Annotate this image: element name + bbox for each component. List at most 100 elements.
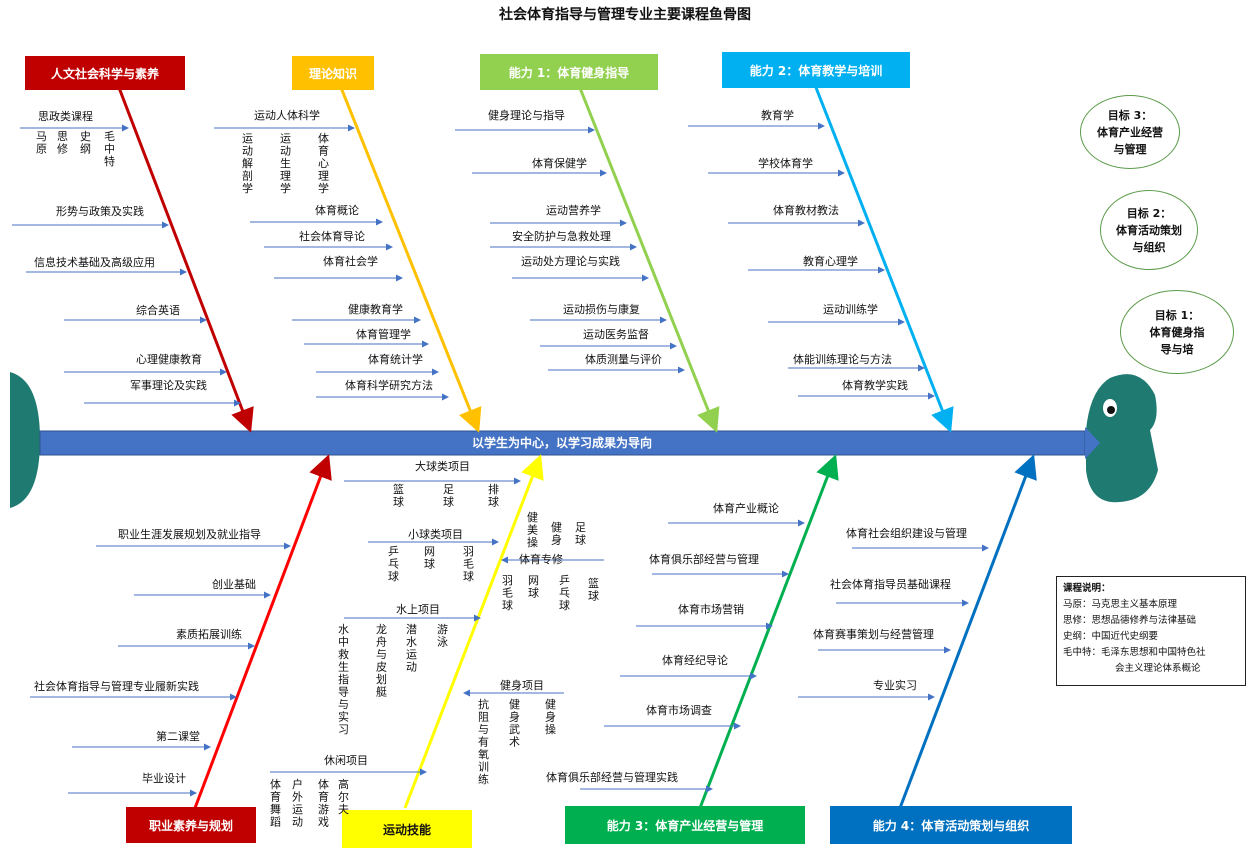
svg-text:理论知识: 理论知识 <box>309 66 357 81</box>
svg-text:能力 1：体育健身指导: 能力 1：体育健身指导 <box>509 65 630 80</box>
course-item: 体育统计学 <box>368 352 423 366</box>
spine-arrow: 以学生为中心，以学习成果为导向 <box>39 427 1100 459</box>
course-item: 体育俱乐部经营与管理实践 <box>546 770 678 784</box>
sport-item: 抗阻与有氧训练 <box>478 697 489 786</box>
sport-item: 健身武术 <box>509 698 520 749</box>
category-humanities: 人文社会科学与素养 <box>25 56 185 90</box>
sport-item: 乒乓球 <box>559 574 570 612</box>
sport-item: 网球 <box>528 574 539 600</box>
course-item: 体育经纪导论 <box>662 653 728 667</box>
category-ability-3: 能力 3：体育产业经营与管理 <box>565 806 805 844</box>
sport-item: 健身 <box>551 521 562 547</box>
course-item: 运动处方理论与实践 <box>521 254 620 268</box>
sport-group-label: 水上项目 <box>396 603 440 616</box>
bone-career <box>193 454 332 809</box>
sport-item: 足球 <box>575 521 586 547</box>
bone-fitness-guidance <box>578 87 720 433</box>
sport-item: 篮球 <box>588 576 599 603</box>
bone-humanities <box>116 84 254 433</box>
category-career: 职业素养与规划 <box>126 807 256 843</box>
course-item: 健康教育学 <box>348 302 403 316</box>
sport-item: 网球 <box>424 545 435 571</box>
course-item: 健身理论与指导 <box>488 108 565 122</box>
legend-line: 思修：思想品德修养与法律基础 <box>1063 615 1197 626</box>
course-item: 综合英语 <box>136 303 180 317</box>
bone-industry <box>698 454 839 809</box>
category-sport-skills: 运动技能 <box>342 810 472 848</box>
course-item: 心理健康教育 <box>136 352 202 366</box>
course-item: 体育社会学 <box>323 254 378 268</box>
goal-1: 目标 1：体育健身指导与培 <box>1120 290 1234 374</box>
sport-item: 高尔夫 <box>338 777 349 816</box>
course-item: 安全防护与急救处理 <box>512 229 611 243</box>
course-item: 体育产业概论 <box>713 501 779 515</box>
svg-text:能力 4：体育活动策划与组织: 能力 4：体育活动策划与组织 <box>873 818 1030 833</box>
bone-theory <box>338 84 482 433</box>
course-item: 社会体育导论 <box>299 229 365 243</box>
course-item: 创业基础 <box>212 578 256 591</box>
bone-skills <box>403 454 544 809</box>
sport-item: 体育舞蹈 <box>270 777 281 829</box>
course-item: 体育市场调查 <box>646 703 712 717</box>
course-item: 社会体育指导员基础课程 <box>830 577 951 591</box>
course-item: 体质测量与评价 <box>585 352 662 366</box>
course-item: 体育教材教法 <box>773 203 839 217</box>
sport-item: 乒乓球 <box>388 545 399 583</box>
sub-course: 运动生理学 <box>280 132 291 195</box>
category-ability-2: 能力 2：体育教学与培训 <box>722 52 910 88</box>
sport-item: 羽毛球 <box>463 545 474 583</box>
category-ability-1: 能力 1：体育健身指导 <box>480 54 658 90</box>
diagram-title: 社会体育指导与管理专业主要课程鱼骨图 <box>499 7 751 23</box>
bone-teaching <box>813 84 954 433</box>
course-item: 运动损伤与康复 <box>563 302 640 316</box>
legend-heading: 课程说明： <box>1063 583 1111 594</box>
course-item: 体育市场营销 <box>678 602 744 616</box>
sport-item: 羽毛球 <box>502 574 513 612</box>
sport-item: 健身操 <box>545 698 556 736</box>
course-item: 运动营养学 <box>546 203 601 217</box>
course-item: 体育保健学 <box>532 156 587 170</box>
course-item: 军事理论及实践 <box>130 378 207 392</box>
svg-text:运动技能: 运动技能 <box>383 822 431 837</box>
sub-course: 思修 <box>57 130 68 156</box>
course-item: 社会体育指导与管理专业履新实践 <box>34 679 199 693</box>
sport-item: 篮球 <box>393 482 404 509</box>
sport-item: 户外运动 <box>292 777 303 829</box>
sub-course: 毛中特 <box>104 130 115 168</box>
course-item: 思政类课程 <box>38 109 93 123</box>
course-item: 体育管理学 <box>356 327 411 341</box>
sport-group-label: 健身项目 <box>500 678 544 692</box>
legend-line: 马原：马克思主义基本原理 <box>1063 599 1178 610</box>
course-legend: 课程说明： 马原：马克思主义基本原理 思修：思想品德修养与法律基础 史纲：中国近… <box>1056 576 1246 686</box>
category-theory: 理论知识 <box>292 56 374 90</box>
goal-2: 目标 2：体育活动策划与组织 <box>1100 190 1198 270</box>
fish-head-icon <box>1086 374 1158 503</box>
course-item: 形势与政策及实践 <box>56 204 144 218</box>
course-item: 信息技术基础及高级应用 <box>34 255 155 269</box>
course-item: 运动医务监督 <box>583 327 649 341</box>
sub-course: 马原 <box>36 130 47 156</box>
fish-tail-icon <box>10 372 40 508</box>
sub-course: 运动解剖学 <box>242 132 253 195</box>
sport-group-label: 体育专修 <box>519 552 563 566</box>
legend-line: 会主义理论体系概论 <box>1115 663 1201 674</box>
sport-item: 潜水运动 <box>406 622 417 674</box>
sport-item: 排球 <box>488 482 499 509</box>
course-item: 第二课堂 <box>156 729 200 743</box>
svg-text:能力 3：体育产业经营与管理: 能力 3：体育产业经营与管理 <box>607 818 764 833</box>
course-item: 体能训练理论与方法 <box>793 352 892 366</box>
course-item: 运动人体科学 <box>254 108 320 122</box>
goal-3: 目标 3：体育产业经营与管理 <box>1080 95 1180 169</box>
course-item: 体育社会组织建设与管理 <box>846 526 967 540</box>
svg-text:人文社会科学与素养: 人文社会科学与素养 <box>51 66 159 81</box>
category-ability-4: 能力 4：体育活动策划与组织 <box>830 806 1072 844</box>
legend-line: 毛中特：毛泽东思想和中国特色社 <box>1063 647 1206 658</box>
svg-text:能力 2：体育教学与培训: 能力 2：体育教学与培训 <box>750 63 883 78</box>
sport-group-label: 休闲项目 <box>324 753 368 767</box>
sport-item: 龙舟与皮划艇 <box>376 623 387 699</box>
course-item: 教育心理学 <box>803 254 858 268</box>
sport-item: 水中救生指导与实习 <box>338 623 349 736</box>
sport-group-label: 小球类项目 <box>408 527 463 541</box>
sub-course: 体育心理学 <box>318 131 329 195</box>
